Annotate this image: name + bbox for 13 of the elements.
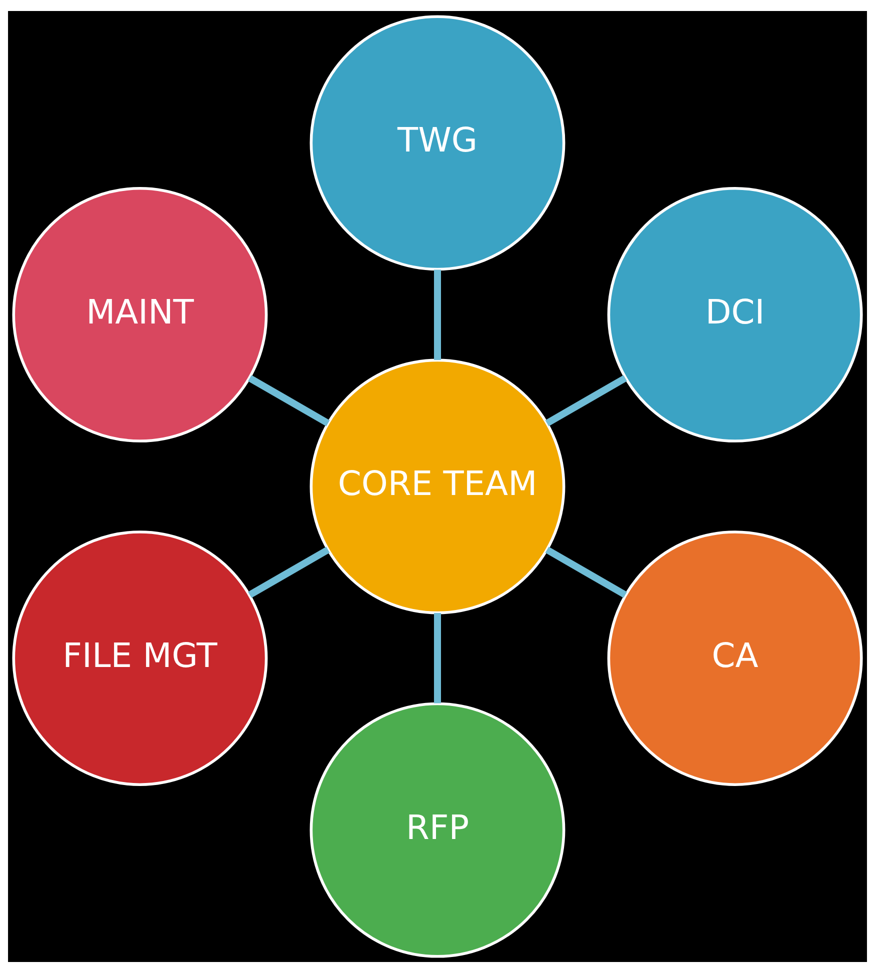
node-circle: FILE MGT [12,530,268,786]
connector [545,546,627,598]
connector [434,269,441,360]
node-circle: CA [607,530,863,786]
node-circle: DCI [607,186,863,442]
connector [434,612,441,703]
connector [545,374,627,426]
node-circle: MAINT [12,186,268,442]
connector [248,374,330,426]
node-circle: CORE TEAM [310,358,566,614]
connector [248,546,330,598]
node-circle: RFP [310,702,566,958]
node-circle: TWG [310,14,566,270]
